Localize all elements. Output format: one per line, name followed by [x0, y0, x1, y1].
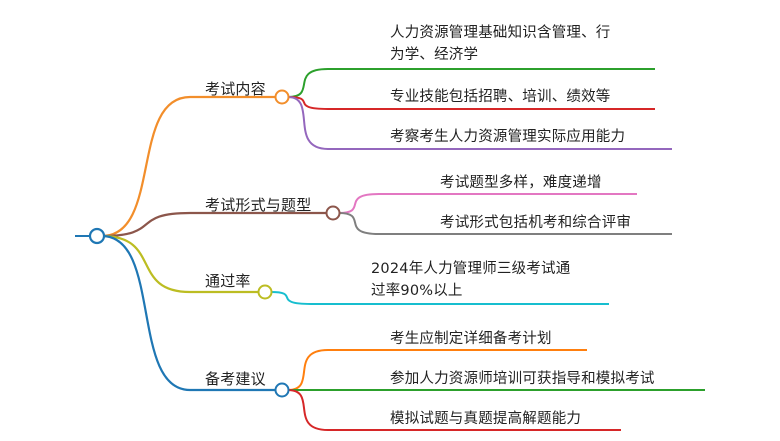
- branch-label: 通过率: [205, 272, 251, 290]
- branch-label: 考试形式与题型: [205, 196, 312, 214]
- leaf-label: 人力资源管理基础知识含管理、行: [390, 25, 611, 41]
- branch-label: 备考建议: [205, 370, 266, 388]
- leaf-label: 模拟试题与真题提高解题能力: [390, 411, 582, 427]
- branch-line-3: [101, 234, 259, 294]
- branch-node-3: [257, 284, 273, 300]
- leaf-label: 2024年人力管理师三级考试通: [371, 261, 571, 277]
- leaf-label: 考察考生人力资源管理实际应用能力: [390, 129, 626, 145]
- leaf-line-4-3: [287, 389, 621, 431]
- leaf-line-1-2: [287, 96, 655, 110]
- branch-node-1: [274, 89, 290, 105]
- leaf-label: 为学、经济学: [390, 47, 479, 63]
- branch-line-2: [101, 211, 327, 238]
- leaf-label: 考试题型多样，难度递增: [440, 175, 602, 191]
- leaf-label: 考试形式包括机考和综合评审: [440, 215, 632, 231]
- leaf-line-2-2: [338, 212, 672, 235]
- leaf-line-3-1: [270, 291, 609, 305]
- leaf-label: 专业技能包括招聘、培训、绩效等: [390, 89, 611, 105]
- leaf-line-1-1: [287, 68, 655, 98]
- leaf-label: 参加人力资源师培训可获指导和模拟考试: [390, 371, 655, 387]
- root-node: [88, 227, 106, 245]
- branch-node-4: [274, 382, 290, 398]
- branch-node-2: [325, 205, 341, 221]
- leaf-line-4-1: [287, 349, 587, 391]
- branch-label: 考试内容: [205, 80, 266, 98]
- leaf-line-1-3: [287, 96, 672, 150]
- branch-line-4: [101, 234, 276, 392]
- leaf-label: 考生应制定详细备考计划: [390, 331, 552, 347]
- leaf-line-2-1: [338, 193, 637, 214]
- leaf-label: 过率90%以上: [371, 283, 463, 299]
- branch-line-1: [101, 95, 276, 238]
